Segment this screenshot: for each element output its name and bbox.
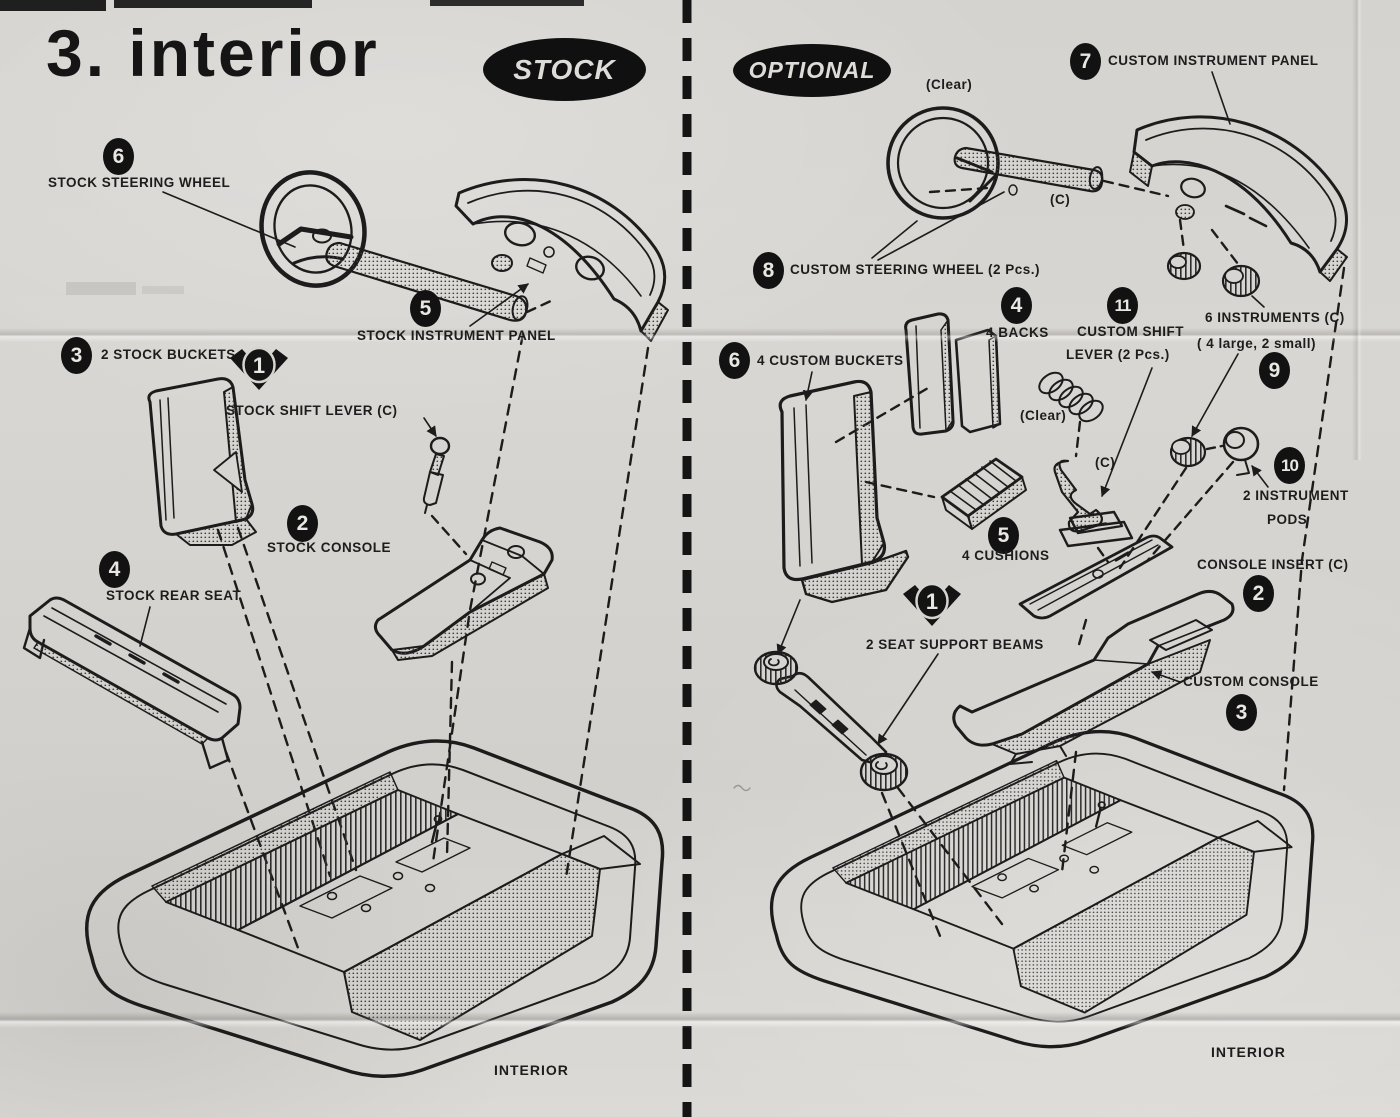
label-custom-buckets: 4 CUSTOM BUCKETS (757, 353, 904, 368)
badge-number: 4 (1010, 293, 1023, 317)
label-custom-instrument-panel: CUSTOM INSTRUMENT PANEL (1108, 53, 1319, 68)
stock-bucket-seat-drawing (147, 377, 358, 878)
label-instruments: 6 INSTRUMENTS (C) (1205, 310, 1345, 325)
seat-cushion-drawing (940, 457, 1027, 530)
part-number-badge-instrument-pods: 10 (1274, 447, 1305, 484)
instrument-and-pod-drawing (1118, 353, 1269, 570)
badge-number: 6 (112, 144, 125, 168)
part-number-badge-custom-steering-wheel: 8 (753, 252, 784, 289)
stock-section-badge: STOCK (483, 38, 646, 101)
part-number-badge-backs: 4 (1001, 287, 1032, 324)
label-stock-shift-lever: STOCK SHIFT LEVER (C) (226, 403, 398, 418)
part-number-badge-stock-console: 2 (287, 505, 318, 542)
note-clear-steering-wheel: (Clear) (926, 77, 973, 92)
badge-number: 5 (997, 523, 1010, 547)
label-backs: 4 BACKS (986, 325, 1049, 340)
badge-number: 11 (1114, 295, 1132, 315)
part-number-badge-custom-shift-lever: 11 (1107, 287, 1138, 324)
part-number-badge-stock-buckets: 3 (61, 337, 92, 374)
badge-number: 3 (70, 343, 83, 367)
label-instrument-pods-line1: 2 INSTRUMENT (1243, 488, 1349, 503)
stock-badge-label: STOCK (513, 53, 616, 85)
badge-number: 7 (1079, 49, 1092, 73)
pencil-mark (733, 784, 751, 792)
label-custom-steering-wheel: CUSTOM STEERING WHEEL (2 Pcs.) (790, 262, 1041, 277)
label-custom-shift-lever-line2: LEVER (2 Pcs.) (1066, 347, 1170, 362)
note-clear-spring: (Clear) (1020, 408, 1067, 423)
label-stock-buckets: 2 STOCK BUCKETS (101, 347, 236, 362)
part-number-badge-custom-instrument-panel: 7 (1070, 43, 1101, 80)
label-seat-support-beams: 2 SEAT SUPPORT BEAMS (866, 637, 1044, 652)
stock-steering-wheel-drawing (162, 170, 529, 322)
assembly-step-marker-seat-support-beams: 1 (899, 580, 965, 638)
part-number-badge-stock-steering-wheel: 6 (103, 138, 134, 175)
badge-number: 2 (296, 511, 309, 535)
badge-number: 3 (1235, 700, 1248, 724)
custom-console-drawing (952, 589, 1235, 874)
note-c-shift-lever: (C) (1095, 455, 1116, 470)
console-insert-drawing (1018, 534, 1174, 650)
custom-shift-lever-drawing (1053, 367, 1153, 564)
label-cushions: 4 CUSHIONS (962, 548, 1050, 563)
label-stock-steering-wheel: STOCK STEERING WHEEL (48, 175, 231, 190)
part-number-badge-cushions: 5 (988, 517, 1019, 554)
part-number-badge-custom-console: 3 (1226, 694, 1257, 731)
label-console-insert: CONSOLE INSERT (C) (1197, 557, 1349, 572)
label-instrument-pods-line2: PODS (1267, 512, 1308, 527)
badge-number: 2 (1252, 581, 1265, 605)
custom-steering-wheel-drawing (871, 106, 1170, 261)
stock-rear-seat-drawing (22, 596, 300, 950)
badge-number: 6 (728, 348, 741, 372)
label-interior-left: INTERIOR (494, 1062, 569, 1078)
badge-number: 4 (108, 557, 121, 581)
seat-backs-drawing (834, 312, 1002, 444)
part-number-badge-instruments: 9 (1259, 352, 1290, 389)
seat-support-beam-drawing (753, 650, 1004, 938)
label-stock-instrument-panel: STOCK INSTRUMENT PANEL (357, 328, 556, 343)
label-custom-console: CUSTOM CONSOLE (1183, 674, 1319, 689)
section-title: 3. interior (46, 16, 380, 90)
assembly-step-marker-stock-shift-lever: 1 (226, 344, 292, 402)
interior-tub-right-drawing (769, 729, 1315, 1049)
part-number-badge-custom-buckets: 6 (719, 342, 750, 379)
label-custom-shift-lever-line1: CUSTOM SHIFT (1077, 324, 1184, 339)
note-c-steering-column: (C) (1050, 192, 1071, 207)
optional-section-badge: OPTIONAL (733, 44, 891, 97)
stock-shift-lever-drawing (422, 417, 468, 556)
badge-number: 5 (419, 296, 432, 320)
badge-number: 9 (1268, 358, 1281, 382)
instruments-knobs-drawing (1166, 251, 1265, 308)
label-stock-console: STOCK CONSOLE (267, 540, 392, 555)
shift-lever-spring-drawing (1038, 371, 1104, 458)
stock-console-drawing (373, 526, 554, 858)
badge-number: 10 (1281, 455, 1299, 475)
badge-number: 1 (926, 589, 938, 614)
label-interior-right: INTERIOR (1211, 1044, 1286, 1060)
badge-number: 8 (762, 258, 775, 282)
label-stock-rear-seat: STOCK REAR SEAT (106, 588, 242, 603)
label-instruments-sub: ( 4 large, 2 small) (1197, 336, 1317, 351)
part-number-badge-stock-instrument-panel: 5 (410, 290, 441, 327)
part-number-badge-stock-rear-seat: 4 (99, 551, 130, 588)
scan-edge-artifacts (0, 0, 584, 295)
part-number-badge-console-insert: 2 (1243, 575, 1274, 612)
stock-instrument-panel-drawing (431, 178, 669, 880)
interior-tub-drawing (84, 739, 665, 1078)
badge-number: 1 (253, 353, 265, 378)
optional-badge-label: OPTIONAL (748, 57, 876, 83)
custom-bucket-seat-drawing (776, 371, 936, 655)
custom-instrument-panel-drawing (1129, 71, 1348, 792)
